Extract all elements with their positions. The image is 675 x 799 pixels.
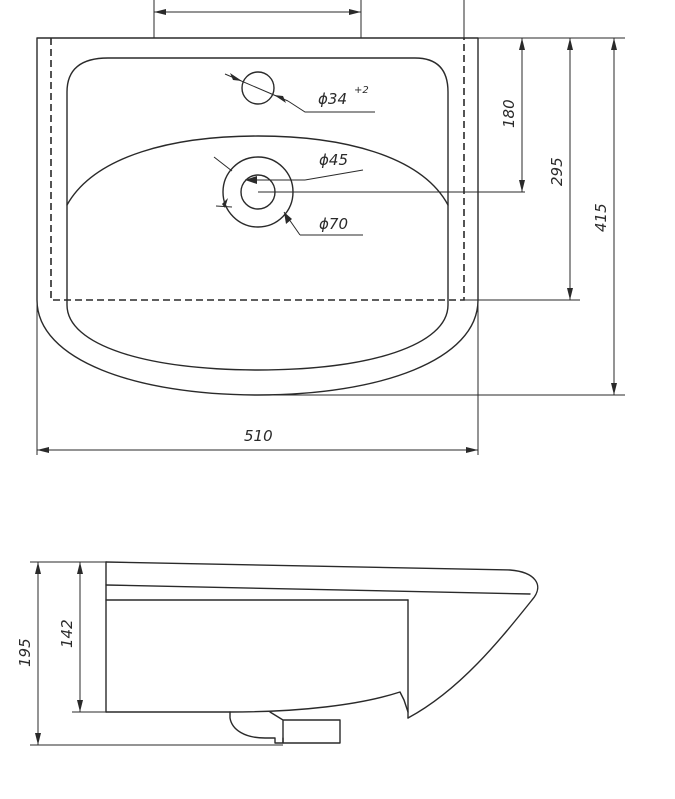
arrow-head <box>274 95 286 103</box>
arrow-head <box>611 38 617 50</box>
tap-hole <box>241 71 275 105</box>
tap-hole-label: ϕ34 <box>318 90 347 108</box>
rim-underside <box>105 584 531 595</box>
height-bowl-label: 142 <box>58 619 76 648</box>
drain-spigot <box>229 711 284 744</box>
arrow-head <box>35 733 41 745</box>
arrow-head <box>77 562 83 574</box>
drain-inner-label: ϕ45 <box>319 151 348 169</box>
arrow-head <box>222 198 228 208</box>
basin-side-profile <box>105 561 539 719</box>
width-label: 510 <box>244 427 273 445</box>
arrow-head <box>284 212 292 224</box>
arrow-head <box>519 180 525 192</box>
drain-outer-label: ϕ70 <box>319 215 348 233</box>
tap-hole-tolerance: +2 <box>354 85 369 96</box>
arrow-head <box>230 73 242 81</box>
depth-total-label: 415 <box>592 203 610 232</box>
arrow-head <box>567 288 573 300</box>
bowl-outline <box>66 135 449 206</box>
bowl-bottom <box>105 691 409 713</box>
depth-overflow-label: 295 <box>548 157 566 186</box>
basin-outer-outline <box>36 37 479 396</box>
side-view: 195 142 <box>16 561 539 746</box>
drain-fitting <box>269 711 341 744</box>
arrow-head <box>154 9 166 15</box>
depth-tap-label: 180 <box>500 99 518 128</box>
height-total-label: 195 <box>16 638 34 667</box>
arrow-head <box>466 447 478 453</box>
arrow-head <box>349 9 361 15</box>
leader-line <box>304 169 364 181</box>
arrow-head <box>611 383 617 395</box>
leader-line <box>287 100 375 113</box>
arrow-head <box>37 447 49 453</box>
basin-inner-rim <box>66 57 449 371</box>
arrow-head <box>77 700 83 712</box>
wall-mount-line <box>50 38 465 301</box>
arrow-head <box>519 38 525 50</box>
top-view: ϕ34 +2 ϕ45 ϕ70 180 295 <box>36 0 625 455</box>
arrow-head <box>35 562 41 574</box>
leader-line <box>213 156 233 172</box>
arrow-head <box>567 38 573 50</box>
arrow-head <box>245 176 257 184</box>
